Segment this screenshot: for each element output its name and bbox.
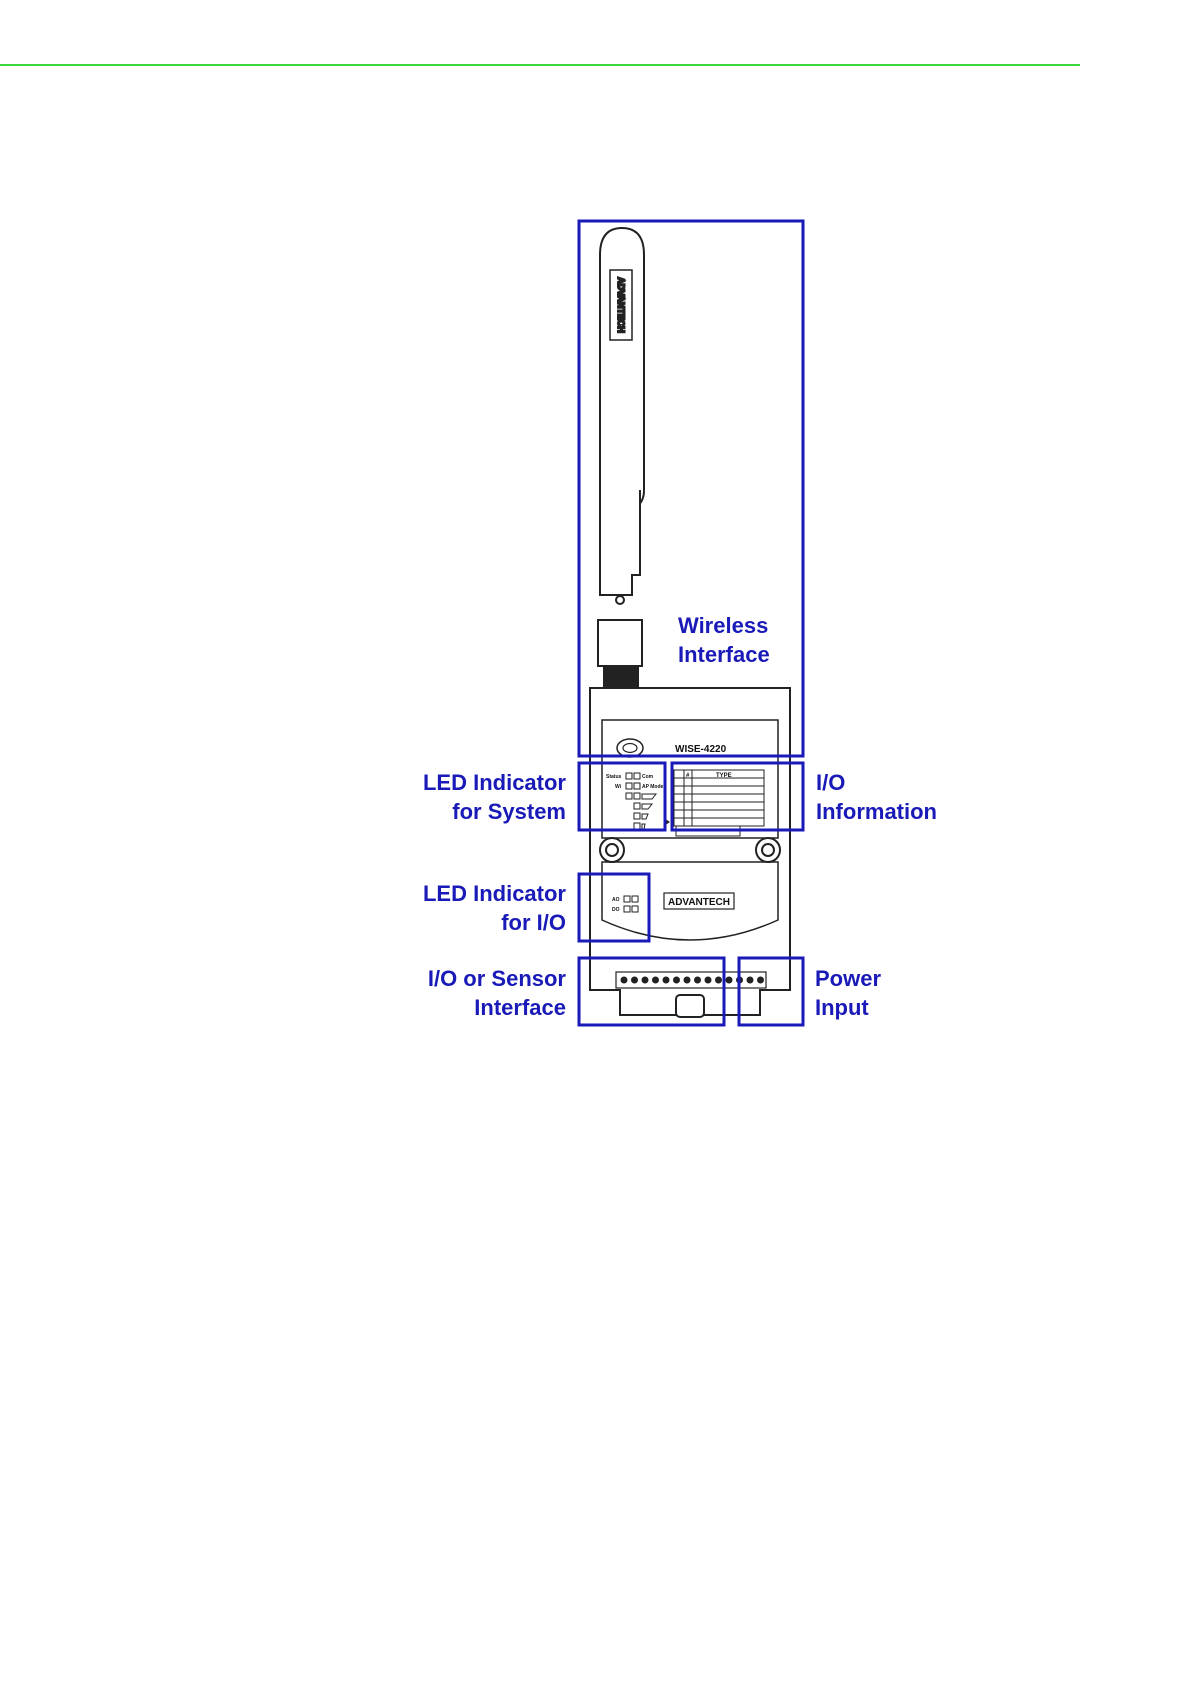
din-clip bbox=[676, 995, 704, 1017]
terminal-screw-icon bbox=[642, 977, 649, 984]
terminal-screw-icon bbox=[715, 977, 722, 984]
right-screw-inner bbox=[762, 844, 774, 856]
antenna-hole bbox=[616, 596, 624, 604]
antenna-grip bbox=[600, 490, 640, 595]
terminal-screw-icon bbox=[684, 977, 691, 984]
callout-io-sensor-line2: Interface bbox=[474, 995, 566, 1020]
callout-wireless-line2: Interface bbox=[678, 642, 770, 667]
led-label-ap-mode: AP Mode bbox=[642, 784, 664, 790]
antenna-brand-label: ADVANTECH bbox=[616, 277, 626, 333]
callout-io-sensor-line1: I/O or Sensor bbox=[428, 966, 567, 991]
terminal-screw-icon bbox=[631, 977, 638, 984]
callout-led-system-line2: for System bbox=[452, 799, 566, 824]
callout-led-io-line2: for I/O bbox=[501, 910, 566, 935]
led-label-ao: AO bbox=[612, 897, 620, 903]
led-label-com: Com bbox=[642, 774, 654, 780]
led-label-status: Status bbox=[606, 774, 622, 780]
led-label-wi: Wi bbox=[615, 784, 622, 790]
callout-io-info-line1: I/O bbox=[816, 770, 845, 795]
brand-label: ADVANTECH bbox=[668, 897, 730, 908]
antenna: ADVANTECH bbox=[598, 228, 644, 688]
callout-io-info-line2: Information bbox=[816, 799, 937, 824]
terminal-block bbox=[616, 972, 766, 988]
terminal-screw-icon bbox=[757, 977, 764, 984]
antenna-connector bbox=[604, 666, 638, 688]
terminal-screw-icon bbox=[747, 977, 754, 984]
antenna-hinge bbox=[598, 620, 642, 666]
callout-led-io-line1: LED Indicator bbox=[423, 881, 566, 906]
terminal-screw-icon bbox=[673, 977, 680, 984]
led-label-do: DO bbox=[612, 907, 620, 913]
device-logo-inner bbox=[623, 744, 637, 753]
terminal-screw-icon bbox=[663, 977, 670, 984]
io-table-type: TYPE bbox=[716, 773, 732, 779]
device-body bbox=[590, 688, 790, 1017]
callout-wireless-line1: Wireless bbox=[678, 613, 768, 638]
terminal-screw-icon bbox=[652, 977, 659, 984]
callout-power-line1: Power bbox=[815, 966, 881, 991]
terminal-screw-icon bbox=[621, 977, 628, 984]
left-screw-inner bbox=[606, 844, 618, 856]
callout-led-system-line1: LED Indicator bbox=[423, 770, 566, 795]
terminal-screw-icon bbox=[726, 977, 733, 984]
model-label: WISE-4220 bbox=[675, 744, 727, 755]
terminal-screw-icon bbox=[705, 977, 712, 984]
callout-power-line2: Input bbox=[815, 995, 869, 1020]
terminal-screw-icon bbox=[694, 977, 701, 984]
io-info-table bbox=[674, 770, 764, 836]
